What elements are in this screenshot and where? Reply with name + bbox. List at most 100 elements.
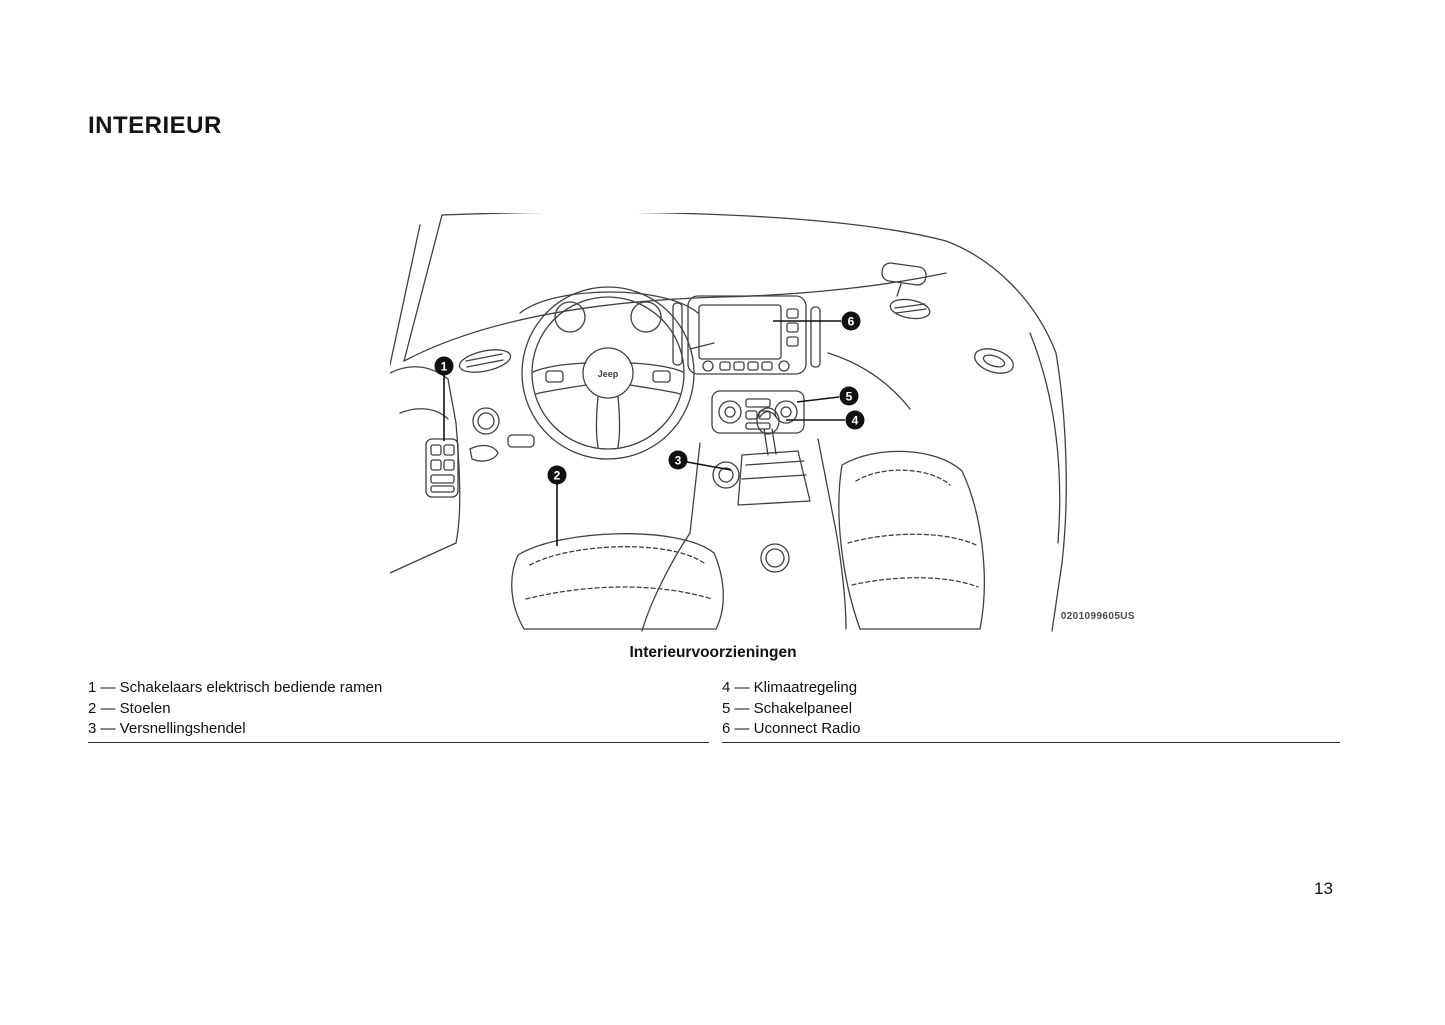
left-round-vent-inner — [477, 412, 495, 430]
radio-knob-right — [778, 360, 790, 372]
window-switch-4 — [443, 459, 455, 471]
wheel-button-left — [545, 370, 564, 383]
window-switch-3 — [430, 459, 442, 471]
climate-knob-right — [774, 400, 798, 424]
legend-item-4: 4 — Klimaatregeling — [722, 679, 858, 696]
callout-3-leader — [686, 461, 732, 471]
figure-code: 0201099605US — [1061, 611, 1135, 622]
door-handle-right-inner — [982, 354, 1006, 368]
door-handle-left — [469, 444, 499, 462]
cupholder-inner — [765, 548, 785, 568]
console-edge-left — [689, 442, 701, 534]
spoke-bottom-left — [595, 396, 599, 448]
callout-6-marker — [841, 311, 861, 331]
callout-5-label: 5 — [846, 389, 853, 403]
wheel-button-right — [652, 370, 671, 383]
console-lower-right — [835, 530, 847, 630]
radio-button-1 — [719, 361, 731, 371]
callout-3-marker — [668, 450, 688, 470]
page-number: 13 — [1314, 879, 1333, 898]
radio-button-2 — [733, 361, 745, 371]
shifter-knob — [756, 407, 780, 435]
cupholder — [760, 543, 790, 573]
vent-left-of-screen — [672, 302, 683, 366]
a-pillar-left-outer — [389, 224, 421, 366]
callout-2-label: 2 — [554, 468, 561, 482]
callout-5-leader — [796, 396, 840, 403]
right-door-inner-edge — [1029, 332, 1061, 544]
shifter-knob-detail — [759, 411, 777, 418]
radio-side-button-3 — [786, 336, 799, 347]
dashboard-top — [403, 272, 947, 362]
radio-button-4 — [761, 361, 773, 371]
passenger-seat — [838, 450, 985, 630]
window-switch-1 — [430, 444, 442, 456]
legend-item-3: 3 — Versnellingshendel — [88, 720, 246, 737]
callout-1-label: 1 — [441, 359, 448, 373]
spoke-right-bottom — [629, 384, 681, 395]
window-switch-pod — [425, 438, 459, 498]
driver-seat — [511, 533, 724, 630]
boot-folds — [741, 460, 807, 480]
legend-item-5: 5 — Schakelpaneel — [722, 699, 853, 717]
radio-bezel — [687, 295, 807, 375]
radio-button-3 — [747, 361, 759, 371]
window-switch-2 — [443, 444, 455, 456]
console-edge-right — [817, 438, 837, 532]
gauge-left — [554, 301, 586, 333]
climate-panel — [711, 390, 805, 434]
vent-right-of-screen — [810, 306, 821, 368]
callout-1-marker — [434, 356, 454, 376]
left-air-vent — [458, 349, 512, 373]
left-door-panel — [389, 366, 461, 574]
left-round-vent — [472, 407, 500, 435]
mirror-stem — [896, 283, 902, 297]
glovebox-edge — [827, 352, 911, 410]
console-lower-left — [641, 532, 691, 632]
climate-button-2 — [758, 410, 771, 420]
passenger-seat-stitching-2 — [847, 533, 977, 546]
car-interior-drawing: Jeep 1 2 3 4 — [389, 211, 1135, 632]
door-armrest — [399, 408, 449, 420]
passenger-seat-stitching-3 — [851, 577, 979, 588]
callout-4-label: 4 — [852, 413, 859, 427]
page-title: INTERIEUR — [88, 112, 222, 139]
legend-right-column: 4 — Klimaatregeling 5 — Schakelpaneel 6 … — [722, 678, 1340, 740]
passenger-seat-stitching-1 — [855, 469, 951, 486]
spoke-left-top — [532, 362, 587, 373]
callout-6-label: 6 — [848, 314, 855, 328]
radio-side-button-1 — [786, 308, 799, 319]
climate-knob-left — [718, 400, 742, 424]
driver-seat-stitching-2 — [525, 586, 713, 600]
door-handle-right — [974, 348, 1014, 374]
climate-button-1 — [745, 410, 758, 420]
column-stalk — [689, 342, 715, 350]
callout-4-marker — [845, 410, 865, 430]
legend-left-column: 1 — Schakelaars elektrisch bediende rame… — [88, 678, 708, 740]
spoke-left-bottom — [535, 384, 587, 395]
callout-3-label: 3 — [675, 453, 682, 467]
left-vent-slats — [465, 353, 504, 368]
shifter-boot — [737, 450, 811, 506]
figure-caption: Interieurvoorzieningen — [629, 644, 797, 661]
radio-screen — [698, 304, 782, 360]
mirror-switch — [430, 485, 455, 493]
climate-display — [745, 398, 771, 408]
legend-item-6: 6 — Uconnect Radio — [722, 720, 861, 737]
divider-left — [88, 742, 709, 743]
gauge-right — [630, 301, 662, 333]
radio-knob-left — [702, 360, 714, 372]
dash-switch — [507, 434, 535, 448]
legend-item-1: 1 — Schakelaars elektrisch bediende rame… — [88, 679, 383, 696]
steering-hub — [582, 347, 634, 399]
cluster-hood — [519, 291, 699, 314]
rearview-mirror — [881, 262, 927, 286]
terrain-dial-inner — [718, 467, 734, 483]
a-pillar-right — [945, 240, 1067, 632]
callout-2-marker — [547, 465, 567, 485]
divider-right — [722, 742, 1340, 743]
interior-illustration: Jeep 1 2 3 4 — [389, 211, 1145, 633]
steering-wheel-inner — [531, 296, 685, 450]
right-air-vent — [889, 298, 931, 320]
